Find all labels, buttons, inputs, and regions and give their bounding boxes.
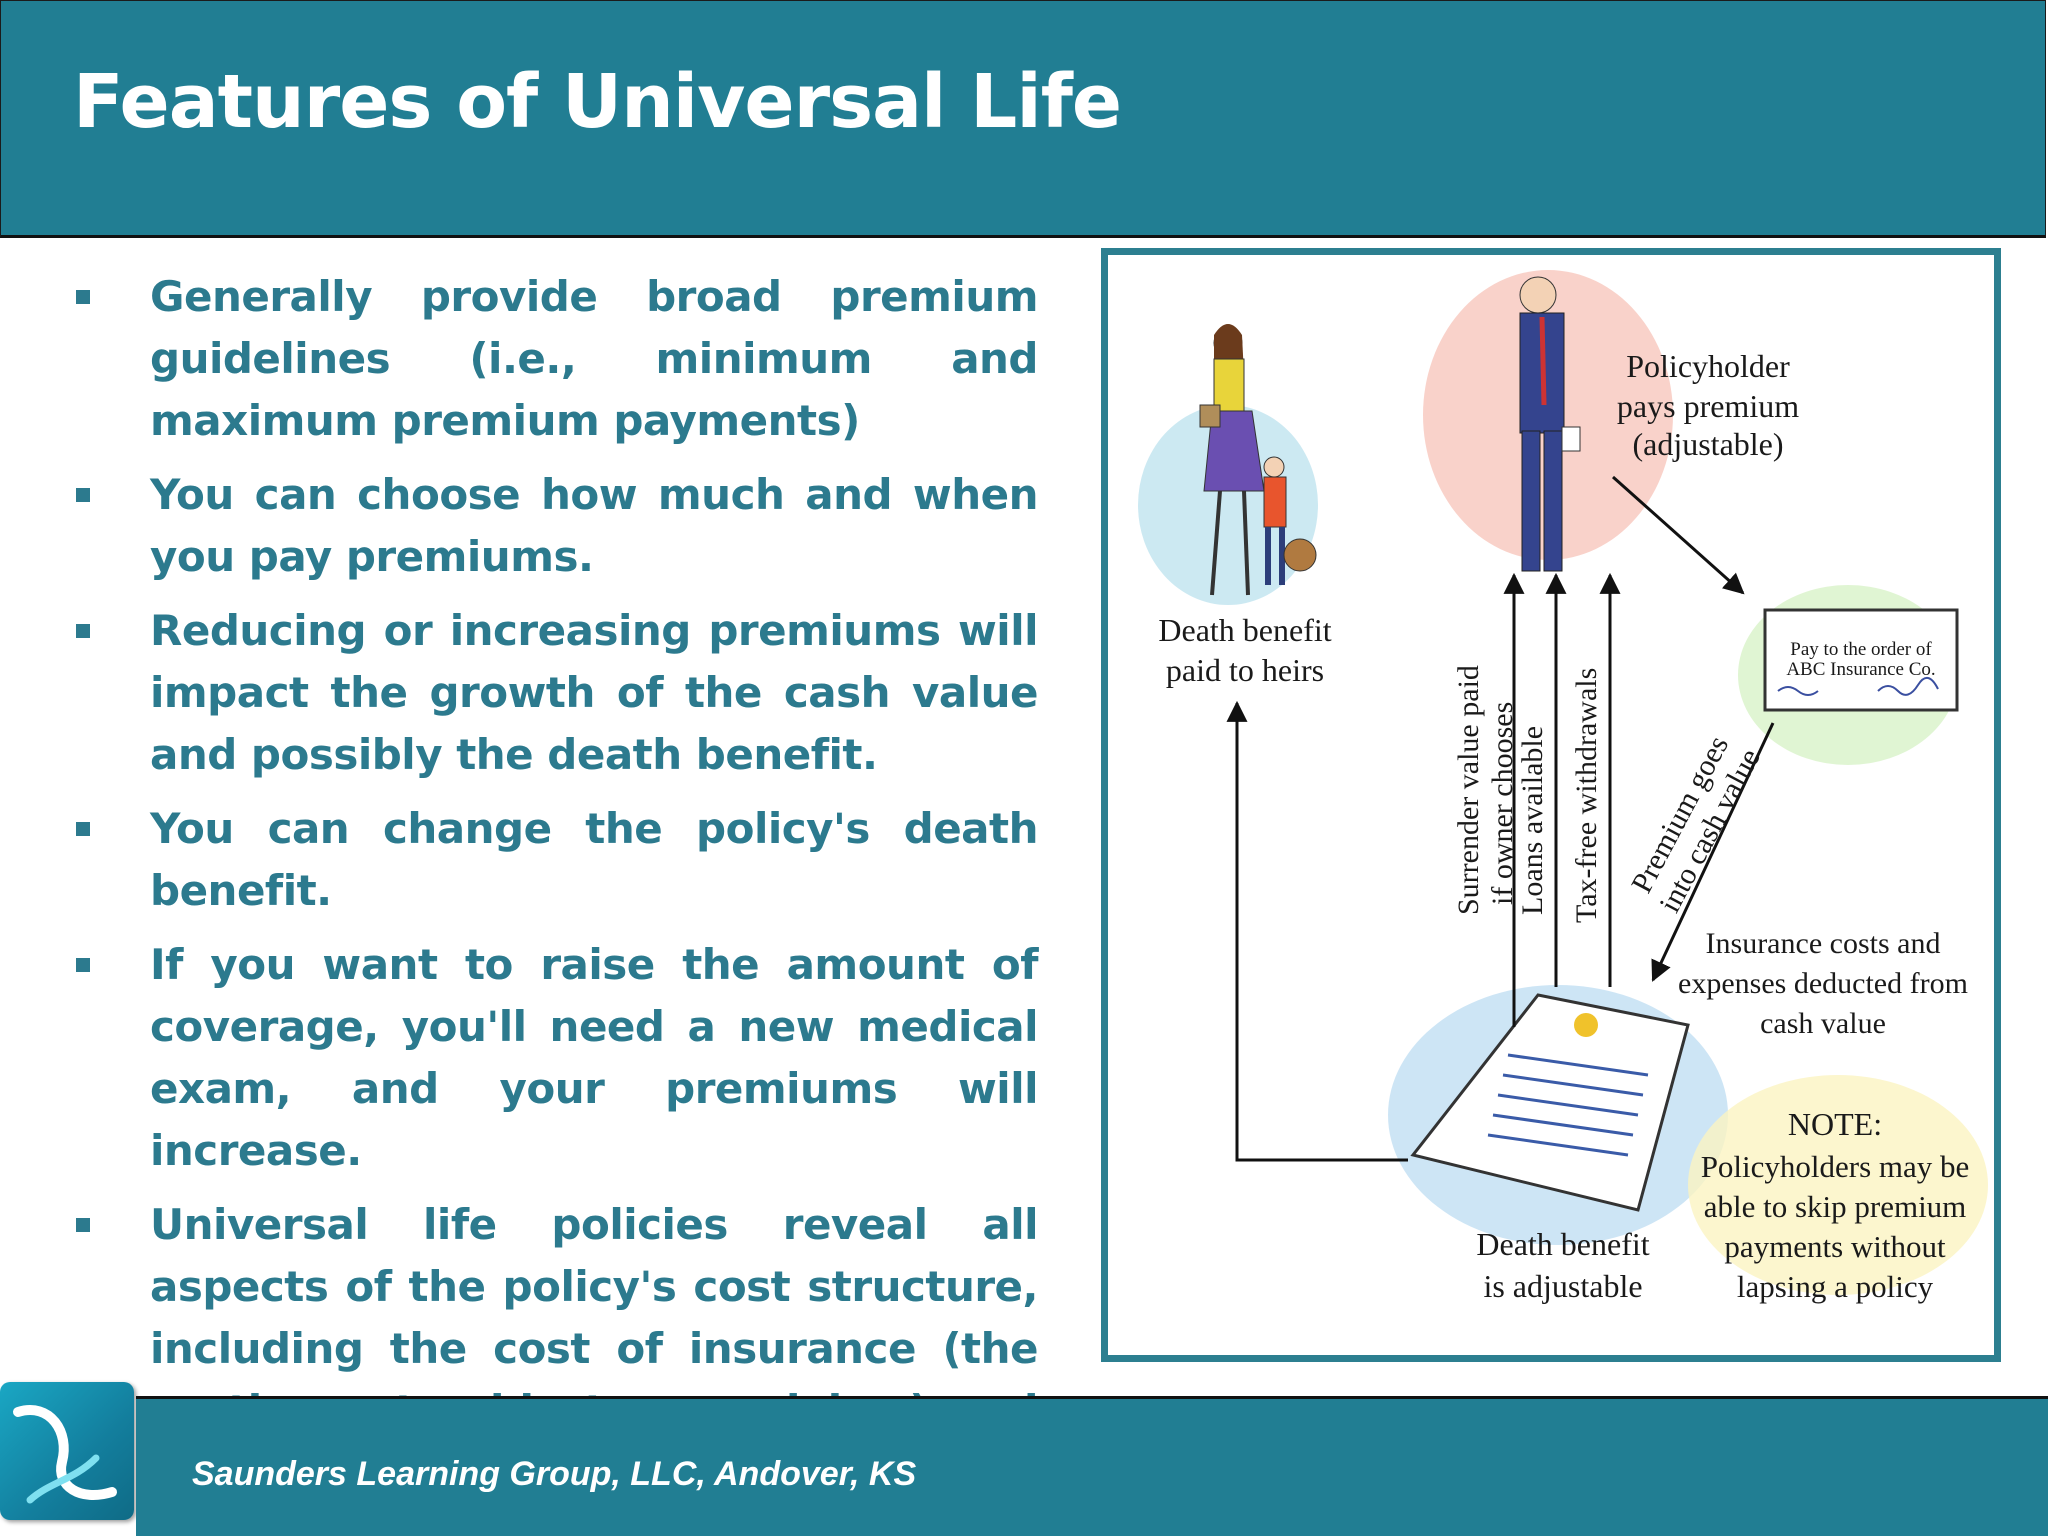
footer-credit: Saunders Learning Group, LLC, Andover, K… [192,1455,917,1493]
bullet-square-icon [76,624,90,638]
death-benefit-adjustable-line2: is adjustable [1483,1268,1642,1304]
bullet-text: Reducing or increasing premiums will imp… [150,606,1039,779]
bullet-item: You can choose how much and when you pay… [70,464,1039,588]
insurance-costs-line3: cash value [1760,1007,1886,1040]
surrender-label: Surrender value paid if owner chooses [1452,665,1519,915]
bullet-item: Reducing or increasing premiums will imp… [70,600,1039,786]
surrender-line1: Surrender value paid [1452,665,1485,915]
policyholder-line2: pays premium [1617,388,1799,424]
bullet-square-icon [76,958,90,972]
note-line2: Policyholders may be [1701,1149,1970,1184]
bullet-text: If you want to raise the amount of cover… [150,940,1039,1175]
bullet-item: If you want to raise the amount of cover… [70,934,1039,1182]
policyholder-figure-icon [1519,276,1581,572]
policyholder-label: Policyholder pays premium (adjustable) [1617,348,1799,462]
bullet-square-icon [76,1218,90,1232]
bullet-text: Generally provide broad premium guidelin… [150,272,1039,445]
note-label: NOTE: Policyholders may be able to skip … [1701,1106,1970,1304]
policyholder-line3: (adjustable) [1632,426,1783,462]
bullet-square-icon [76,488,90,502]
blob-blue-family [1138,405,1318,605]
arrow-check-to-cashvalue [1651,722,1775,982]
arrow-death-benefit-to-heirs [1226,700,1408,1162]
bullet-text: You can change the policy's death benefi… [150,804,1039,915]
family-figure-icon [1199,324,1317,596]
bullet-item: You can change the policy's death benefi… [70,798,1039,922]
death-benefit-heirs-line1: Death benefit [1158,612,1331,648]
bullet-list: Generally provide broad premium guidelin… [70,266,1039,1516]
death-benefit-heirs-label: Death benefit paid to heirs [1158,612,1331,688]
blob-yellow-note [1688,1075,1988,1295]
death-benefit-adjustable-label: Death benefit is adjustable [1476,1226,1649,1304]
note-line3: able to skip premium [1704,1189,1967,1224]
death-benefit-adjustable-line1: Death benefit [1476,1226,1649,1262]
note-line1: NOTE: [1788,1106,1882,1142]
surrender-line2: if owner chooses [1486,702,1519,905]
note-line5: lapsing a policy [1737,1269,1934,1304]
slide-title: Features of Universal Life [73,59,1122,145]
policyholder-line1: Policyholder [1626,348,1790,384]
title-bar: Features of Universal Life [0,0,2046,238]
withdrawals-label: Tax-free withdrawals [1570,668,1603,923]
footer-bar: Saunders Learning Group, LLC, Andover, K… [136,1396,2048,1536]
bullet-item: Generally provide broad premium guidelin… [70,266,1039,452]
policy-document-icon [1410,993,1690,1212]
check-pay-to-line2: ABC Insurance Co. [1786,659,1935,680]
death-benefit-heirs-line2: paid to heirs [1166,652,1324,688]
premium-goes-label: Premium goes into cash value [1625,730,1767,917]
diagram-svg: Pay to the order of ABC Insurance Co. [1138,270,1988,1304]
check-pay-to-line1: Pay to the order of [1790,639,1932,660]
note-line4: payments without [1724,1229,1946,1264]
company-logo-icon [0,1382,134,1520]
check-icon: Pay to the order of ABC Insurance Co. [1763,608,1959,712]
bullet-square-icon [76,290,90,304]
loans-label: Loans available [1516,726,1549,915]
bullet-square-icon [76,822,90,836]
arrow-premium-to-check [1612,475,1745,595]
universal-life-diagram: Pay to the order of ABC Insurance Co. [1101,248,2001,1362]
insurance-costs-line1: Insurance costs and [1706,927,1941,960]
insurance-costs-line2: expenses deducted from [1678,967,1968,1000]
insurance-costs-label: Insurance costs and expenses deducted fr… [1678,927,1968,1040]
bullet-text: You can choose how much and when you pay… [150,470,1039,581]
